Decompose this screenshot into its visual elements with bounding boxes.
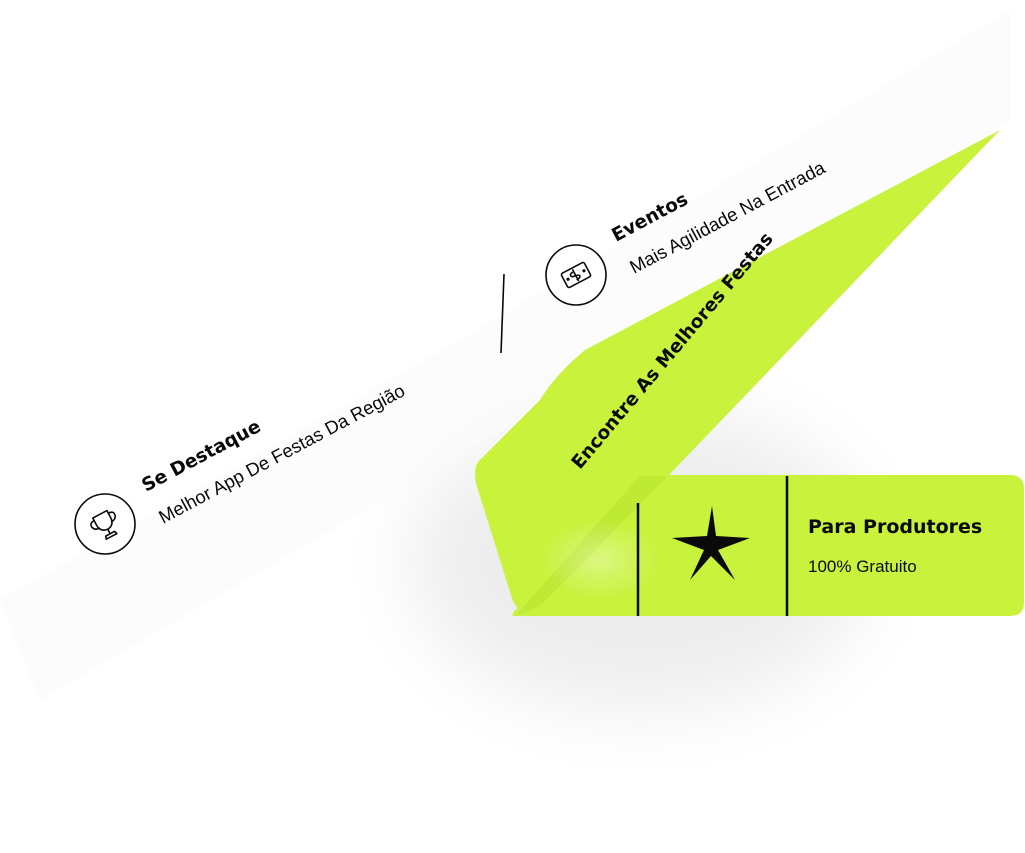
cta-title: Para Produtores [808, 516, 982, 538]
trophy-icon-circle [74, 493, 136, 555]
white-ribbon [0, 10, 1010, 700]
ribbon-shine [540, 520, 660, 600]
cta-subtitle: 100% Gratuito [808, 557, 917, 576]
green-ribbon-diagonal [475, 130, 1000, 612]
sparkle-star-icon [672, 506, 750, 580]
trophy-icon [90, 509, 118, 540]
ticket-icon [560, 261, 592, 289]
feature-separator [500, 273, 505, 354]
